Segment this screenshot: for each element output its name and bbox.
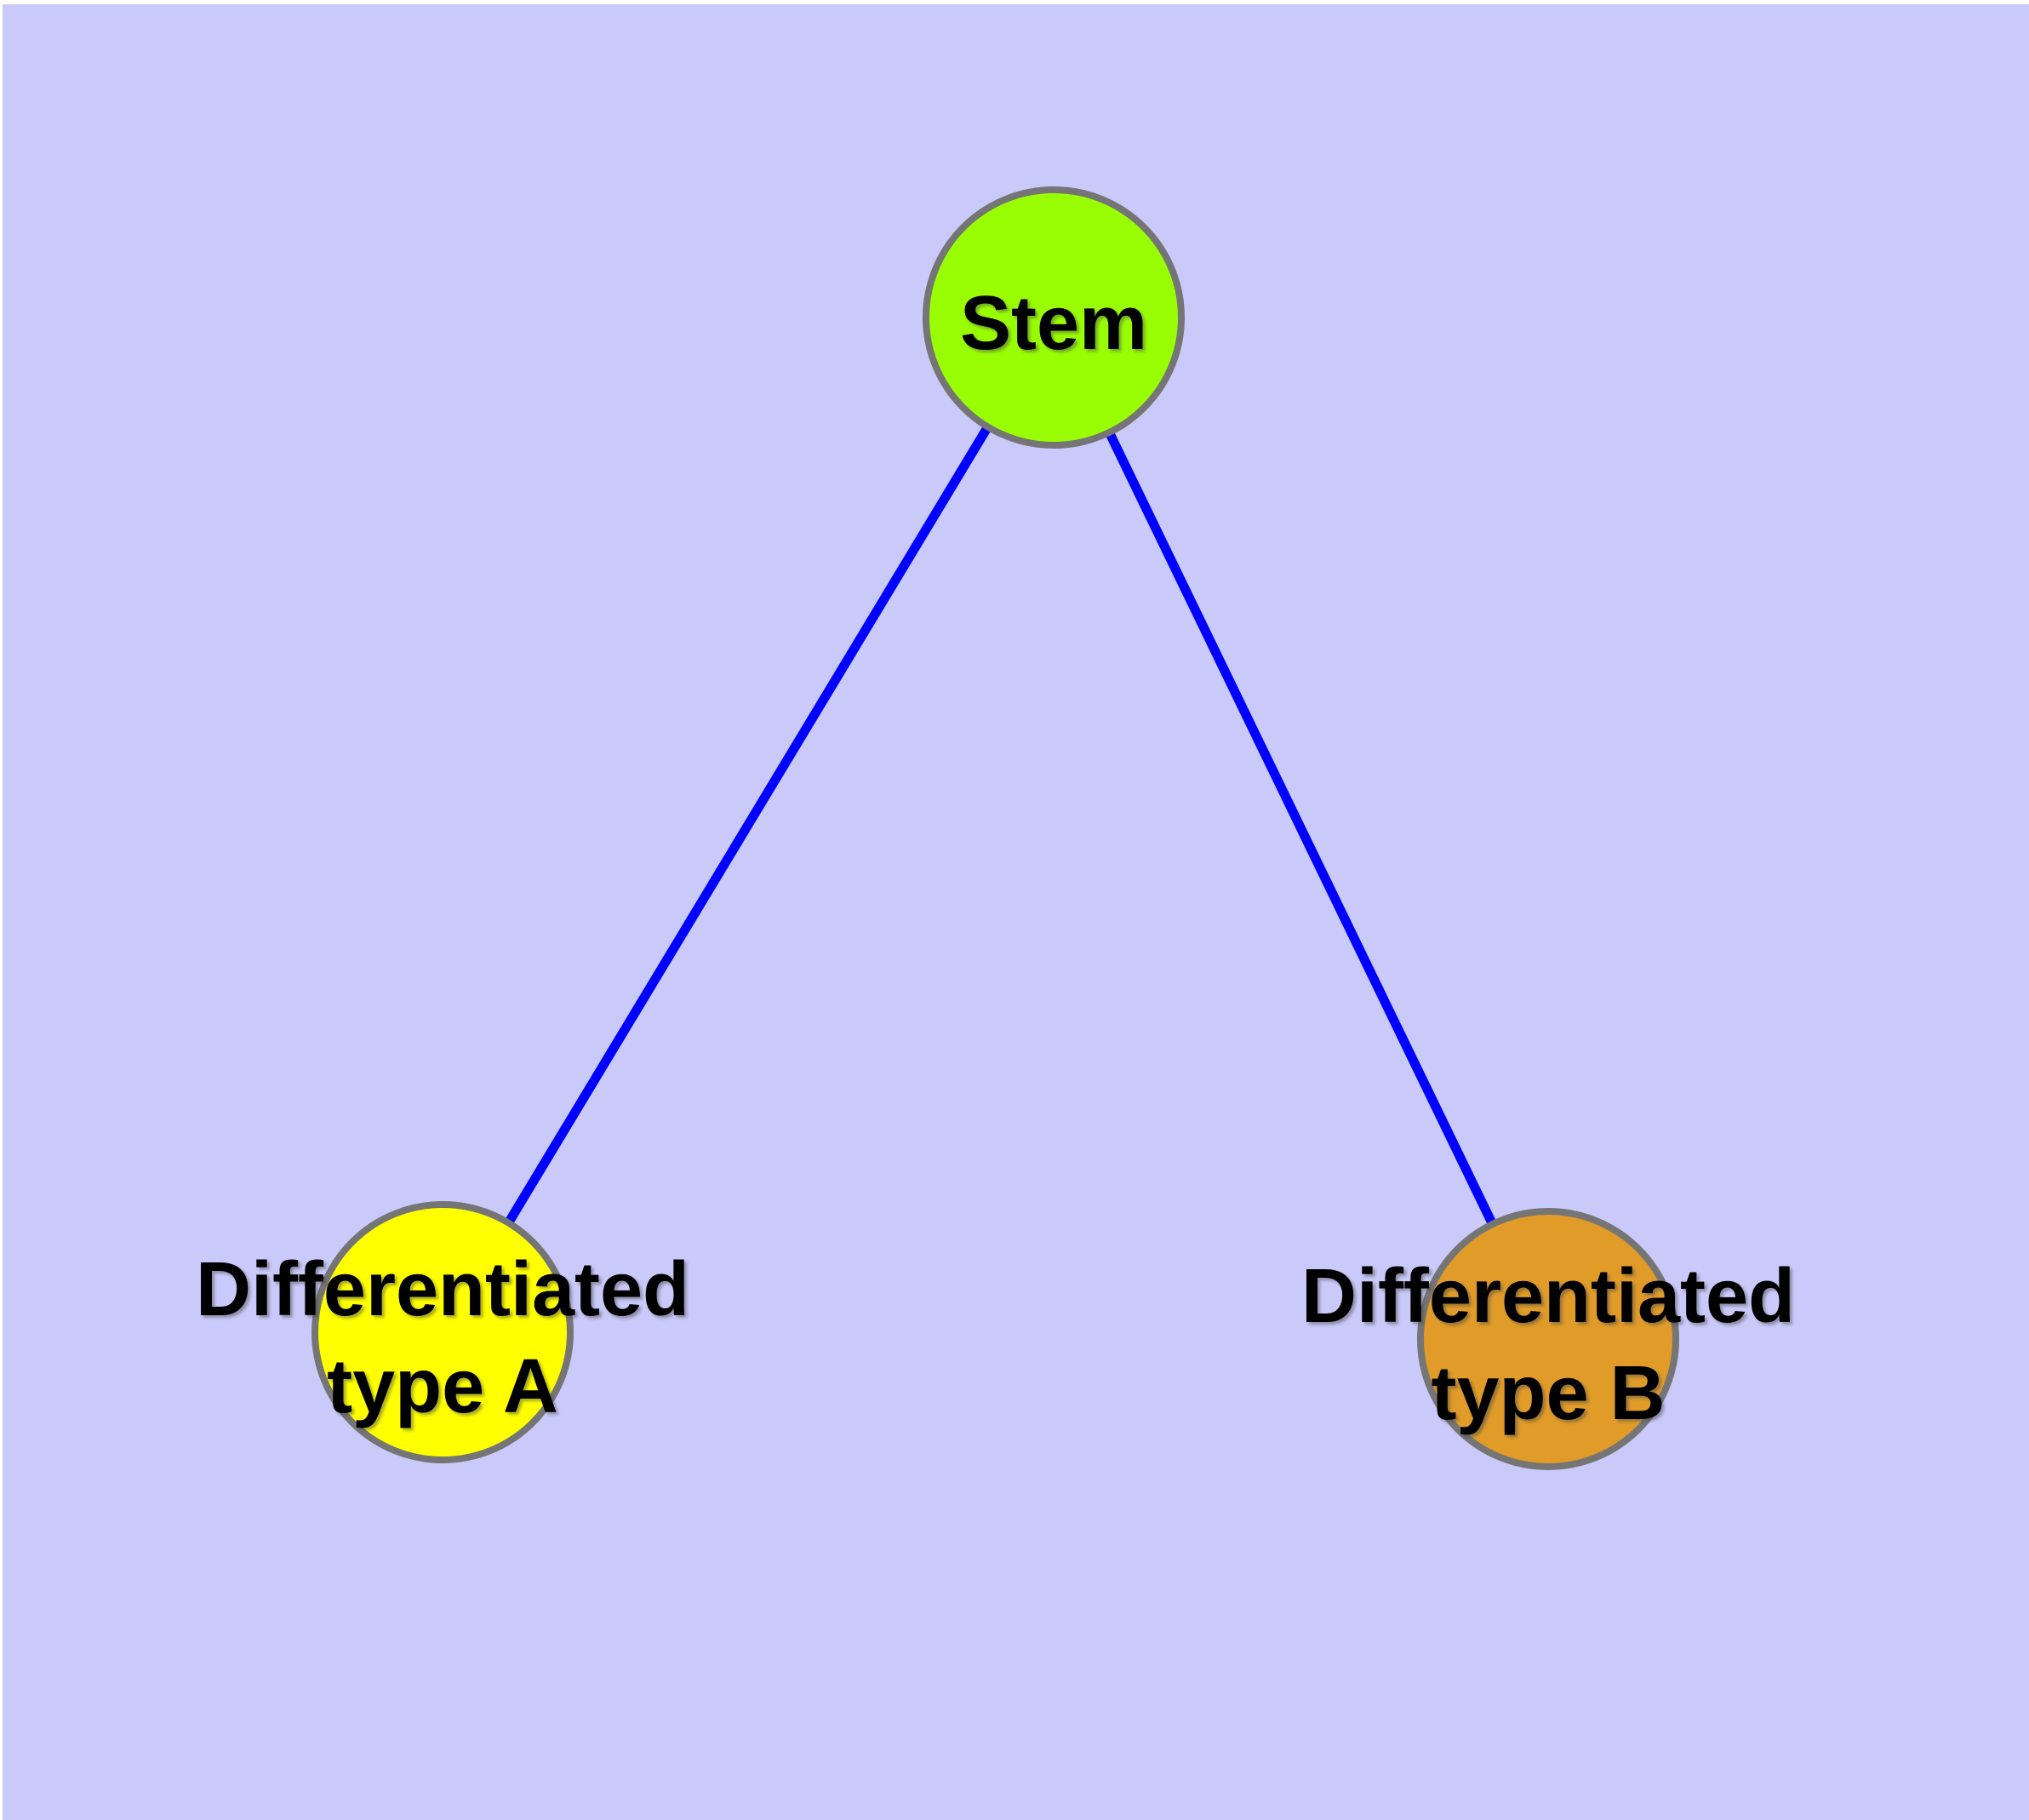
node-label-line: type A xyxy=(327,1344,558,1429)
node-label-line: Differentiated xyxy=(1301,1254,1795,1339)
node-label-differentiated-type-a: Differentiated type A xyxy=(196,1247,689,1429)
edge-stem-to-differentiated-type-b xyxy=(1049,315,1552,1342)
node-label-stem: Stem xyxy=(960,281,1147,366)
node-differentiated-type-a xyxy=(311,1201,574,1463)
node-label-differentiated-type-b: Differentiated type B xyxy=(1301,1254,1795,1436)
edge-stem-to-differentiated-type-a xyxy=(438,315,1058,1335)
node-label-line: Differentiated xyxy=(196,1247,689,1332)
node-differentiated-type-b xyxy=(1417,1208,1679,1470)
node-label-line: type B xyxy=(1431,1351,1665,1436)
node-label-line: Stem xyxy=(960,281,1147,366)
node-stem xyxy=(923,186,1185,449)
